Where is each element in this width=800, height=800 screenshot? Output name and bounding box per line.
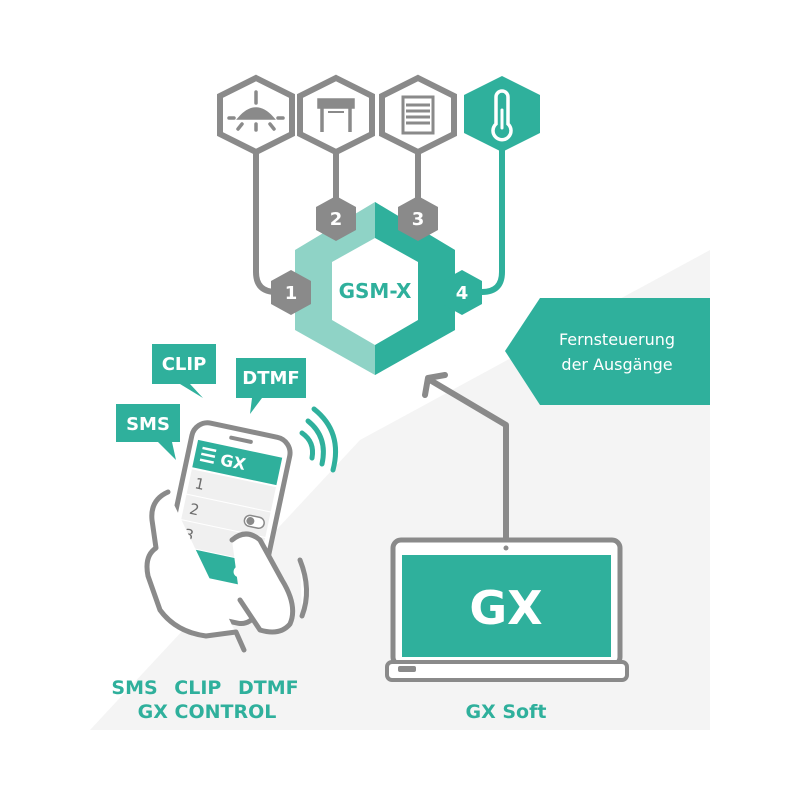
control-arrow — [422, 372, 509, 543]
remote-control-line1: Fernsteuerung — [559, 330, 675, 349]
roller-shutter-icon — [401, 95, 435, 135]
app-row-1[interactable] — [186, 469, 276, 512]
bubble-dtmf: DTMF — [236, 358, 306, 414]
wireless-signal-icon — [299, 406, 339, 473]
port-4-label: 4 — [456, 283, 469, 304]
remote-control-line2: der Ausgänge — [561, 355, 672, 374]
laptop-screen-label: GX — [469, 581, 542, 635]
icon-hex-gate — [297, 74, 375, 156]
bubble-dtmf-label: DTMF — [242, 368, 299, 389]
hand-outline — [144, 489, 309, 653]
caption-phone-line1: SMS CLIP DTMF — [111, 677, 298, 699]
gate-icon — [317, 98, 355, 132]
hub-label: GSM-X — [339, 279, 412, 303]
laptop-base — [385, 660, 629, 682]
app-row-1-label: 1 — [193, 474, 206, 494]
gsm-x-hub: GSM-X — [295, 202, 455, 375]
port-2-label: 2 — [330, 209, 343, 230]
port-3-label: 3 — [412, 209, 425, 230]
remote-control-box: Fernsteuerung der Ausgänge — [505, 298, 710, 405]
row-2-toggle[interactable] — [243, 514, 265, 530]
thermometer-icon — [491, 89, 513, 142]
bubble-clip-label: CLIP — [162, 354, 207, 375]
port-1-label: 1 — [285, 283, 298, 304]
port-3: 3 — [398, 196, 438, 241]
line-lamp-to-port-1 — [253, 150, 290, 295]
icon-hex-lamp — [217, 74, 295, 156]
laptop: GX — [385, 537, 629, 682]
caption-laptop: GX Soft — [466, 701, 547, 723]
bubble-sms: SMS — [116, 404, 180, 460]
laptop-screen[interactable] — [402, 555, 611, 657]
laptop-camera — [503, 545, 509, 551]
icon-hex-thermometer[interactable] — [464, 76, 540, 152]
phone-speaker — [229, 435, 253, 444]
port-1: 1 — [271, 270, 311, 315]
laptop-touchpad — [398, 666, 416, 672]
port-2: 2 — [316, 196, 356, 241]
icon-hex-shutter — [379, 74, 457, 156]
app-row-2-label: 2 — [188, 500, 201, 520]
port-4[interactable]: 4 — [442, 270, 482, 315]
phone-with-hand: GX 1 2 3 4 — [144, 420, 309, 653]
hamburger-menu-icon[interactable] — [199, 446, 217, 464]
line-thermo-to-port-4[interactable] — [462, 148, 505, 295]
bubble-sms-label: SMS — [126, 414, 170, 435]
ceiling-lamp-icon — [227, 90, 285, 132]
bubble-clip: CLIP — [152, 344, 216, 398]
caption-phone-line2: GX CONTROL — [138, 701, 277, 723]
